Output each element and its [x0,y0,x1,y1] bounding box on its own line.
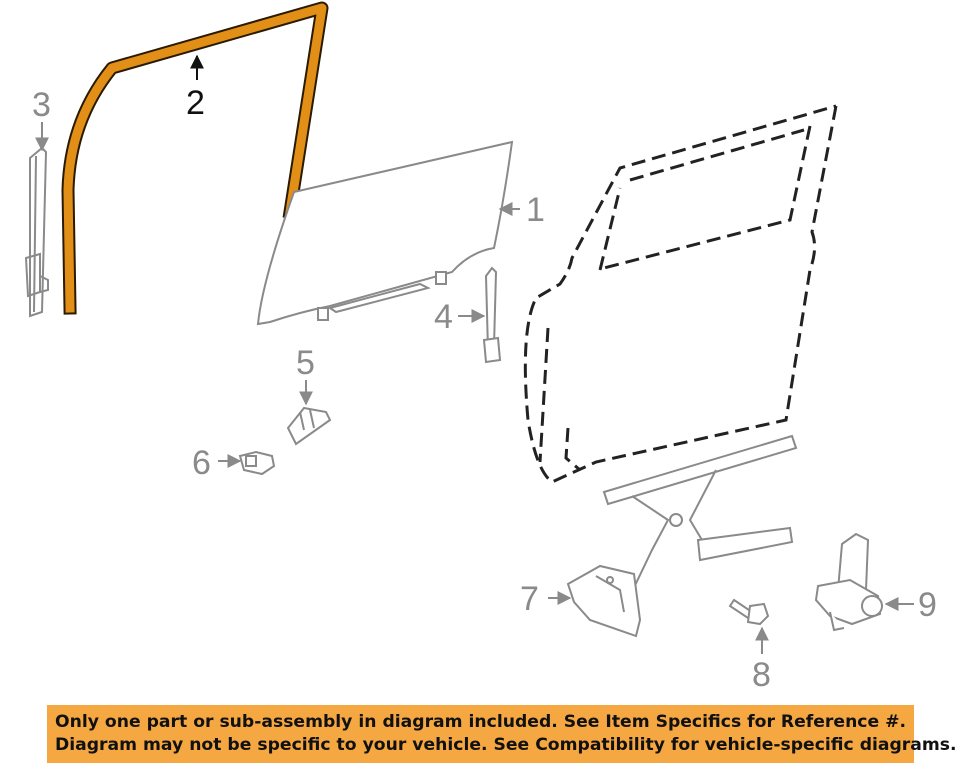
disclaimer-line-2: Diagram may not be specific to your vehi… [55,735,957,755]
callout-8: 8 [752,656,771,694]
callout-4: 4 [434,298,453,336]
bolt-part-8[interactable] [728,598,770,626]
callout-arrows [35,122,914,654]
parts-diagram: 1 2 3 4 5 6 7 8 9 [24,1,937,694]
motor-part-9[interactable] [814,532,883,632]
guide-part-5[interactable] [286,406,332,446]
callout-6: 6 [192,444,211,482]
door-outline [523,104,838,484]
clip-part-6[interactable] [238,450,276,476]
callout-9: 9 [918,586,937,624]
run-channel-part-2[interactable] [61,1,329,315]
disclaimer-line-1: Only one part or sub-assembly in diagram… [55,712,907,732]
door-glass-part-1[interactable] [256,140,514,326]
disclaimer-banner: Only one part or sub-assembly in diagram… [47,705,957,763]
callout-5: 5 [296,344,315,382]
channel-part-3[interactable] [24,146,49,318]
callout-3: 3 [32,86,51,124]
callout-1: 1 [526,191,545,229]
callout-2: 2 [186,84,205,122]
channel-part-4[interactable] [482,266,502,364]
regulator-part-7[interactable] [566,434,798,638]
callout-7: 7 [520,580,539,618]
